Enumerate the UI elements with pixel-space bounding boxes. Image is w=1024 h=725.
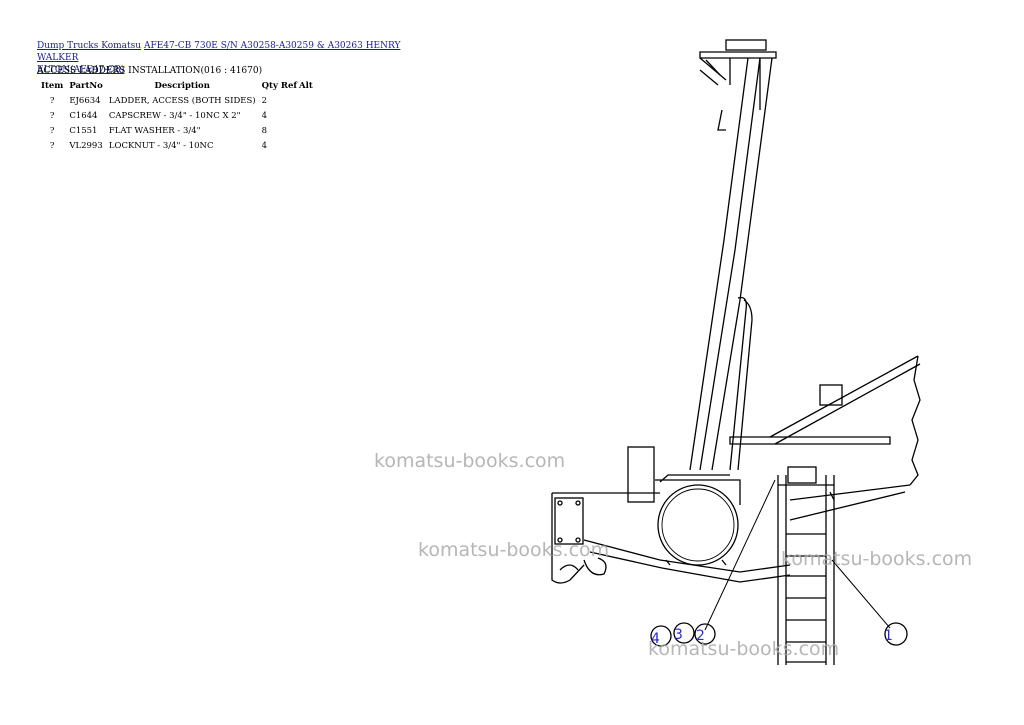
cell-description: LADDER, ACCESS (BOTH SIDES) xyxy=(108,95,256,106)
cell-description: LOCKNUT - 3/4" - 10NC xyxy=(108,140,214,151)
callout-label-3: 3 xyxy=(674,627,683,643)
cell-qty: 4 xyxy=(261,140,268,151)
category-link[interactable]: Dump Trucks Komatsu xyxy=(37,41,142,51)
cell-description: FLAT WASHER - 3/4" xyxy=(108,125,201,136)
cell-item: ? xyxy=(49,140,55,151)
parts-table: Item PartNo Description Qty Ref Alt ? EJ… xyxy=(38,78,314,153)
col-qty: Qty xyxy=(261,80,278,91)
watermark: komatsu-books.com xyxy=(374,450,566,472)
cell-partno: C1551 xyxy=(69,125,98,136)
callout-circle-3 xyxy=(673,622,695,644)
cell-item: ? xyxy=(49,110,55,121)
table-row: ? VL2993 LOCKNUT - 3/4" - 10NC 4 xyxy=(38,138,314,153)
col-description: Description xyxy=(154,80,210,91)
watermark: komatsu-books.com xyxy=(648,638,840,660)
col-ref: Ref xyxy=(280,80,298,91)
table-row: ? C1644 CAPSCREW - 3/4" - 10NC X 2" 4 xyxy=(38,108,314,123)
table-row: ? C1551 FLAT WASHER - 3/4" 8 xyxy=(38,123,314,138)
breadcrumb: Dump Trucks Komatsu AFE47-CB 730E S/N A3… xyxy=(37,40,437,76)
table-header-row: Item PartNo Description Qty Ref Alt xyxy=(38,78,314,93)
callout-circle-4 xyxy=(650,625,672,647)
cell-qty: 4 xyxy=(261,110,268,121)
cell-partno: EJ6634 xyxy=(69,95,101,106)
col-item: Item xyxy=(41,80,64,91)
section-title: ACCESS LADDERS INSTALLATION(016 : 41670) xyxy=(37,66,263,76)
callout-circle-2 xyxy=(694,623,716,645)
model-link-line1: AFE47-CB 730E S/N A30258-A30259 & A30263… xyxy=(37,41,401,63)
table-row: ? EJ6634 LADDER, ACCESS (BOTH SIDES) 2 xyxy=(38,93,314,108)
cell-qty: 8 xyxy=(261,125,268,136)
cell-description: CAPSCREW - 3/4" - 10NC X 2" xyxy=(108,110,241,121)
callout-label-2: 2 xyxy=(696,628,705,644)
cell-qty: 2 xyxy=(261,95,268,106)
callout-circle-1 xyxy=(884,622,908,646)
callout-label-4: 4 xyxy=(651,631,660,647)
watermark: komatsu-books.com xyxy=(418,539,610,561)
watermark: komatsu-books.com xyxy=(781,548,973,570)
callout-label-1: 1 xyxy=(884,628,893,644)
cell-partno: VL2993 xyxy=(69,140,103,151)
col-alt: Alt xyxy=(299,80,313,91)
model-link[interactable]: AFE47-CB 730E S/N A30258-A30259 & A30263… xyxy=(37,41,400,75)
cell-item: ? xyxy=(49,95,55,106)
cell-partno: C1644 xyxy=(69,110,98,121)
col-partno: PartNo xyxy=(69,80,103,91)
model-link-line2: ELTON(AFE47-CB) xyxy=(37,65,125,75)
cell-item: ? xyxy=(49,125,55,136)
